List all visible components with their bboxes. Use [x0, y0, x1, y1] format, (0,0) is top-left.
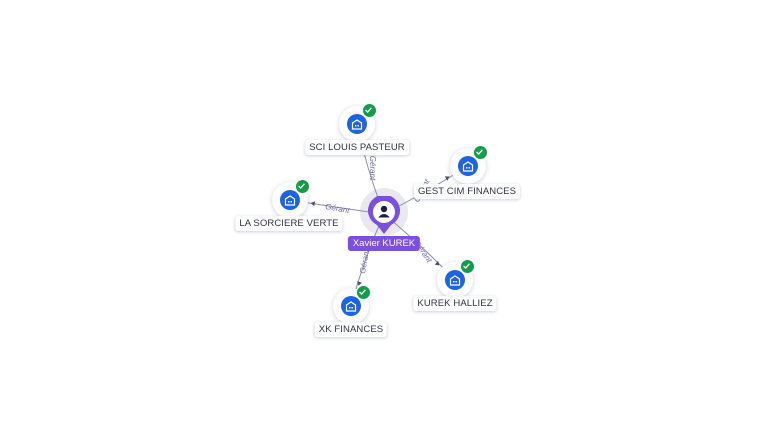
company-building-icon: [280, 190, 300, 210]
relation-label: Gérant: [325, 202, 351, 215]
company-node[interactable]: [333, 285, 371, 324]
verified-check-icon: [362, 103, 377, 118]
person-name-label[interactable]: Xavier KUREK: [347, 236, 421, 251]
verified-check-icon: [295, 179, 310, 194]
edge-arrow-icon: [310, 201, 316, 207]
relation-label: Gérant: [358, 248, 371, 274]
company-name-label[interactable]: SCI LOUIS PASTEUR: [305, 140, 409, 155]
company-node[interactable]: [450, 145, 488, 184]
company-building-icon: [347, 114, 367, 134]
person-node[interactable]: [367, 194, 401, 241]
company-building-icon: [341, 296, 361, 316]
company-name-label[interactable]: LA SORCIERE VERTE: [235, 216, 343, 231]
company-name-label[interactable]: GEST CIM FINANCES: [413, 184, 521, 199]
verified-check-icon: [356, 285, 371, 300]
company-building-icon: [445, 270, 465, 290]
company-node[interactable]: [272, 179, 310, 218]
person-pin-icon: [368, 194, 400, 234]
edge-arrow-icon: [434, 260, 440, 266]
company-building-icon: [458, 156, 478, 176]
company-node[interactable]: [437, 259, 475, 298]
company-name-label[interactable]: KUREK HALLIEZ: [413, 296, 497, 311]
relation-label: Gérant: [368, 156, 377, 181]
verified-check-icon: [460, 259, 475, 274]
edge-arrow-icon: [357, 281, 362, 286]
company-node[interactable]: [339, 103, 377, 142]
person-icon: [378, 205, 390, 218]
verified-check-icon: [473, 145, 488, 160]
edge-arrow-icon: [444, 176, 450, 181]
company-name-label[interactable]: XK FINANCES: [314, 322, 388, 337]
